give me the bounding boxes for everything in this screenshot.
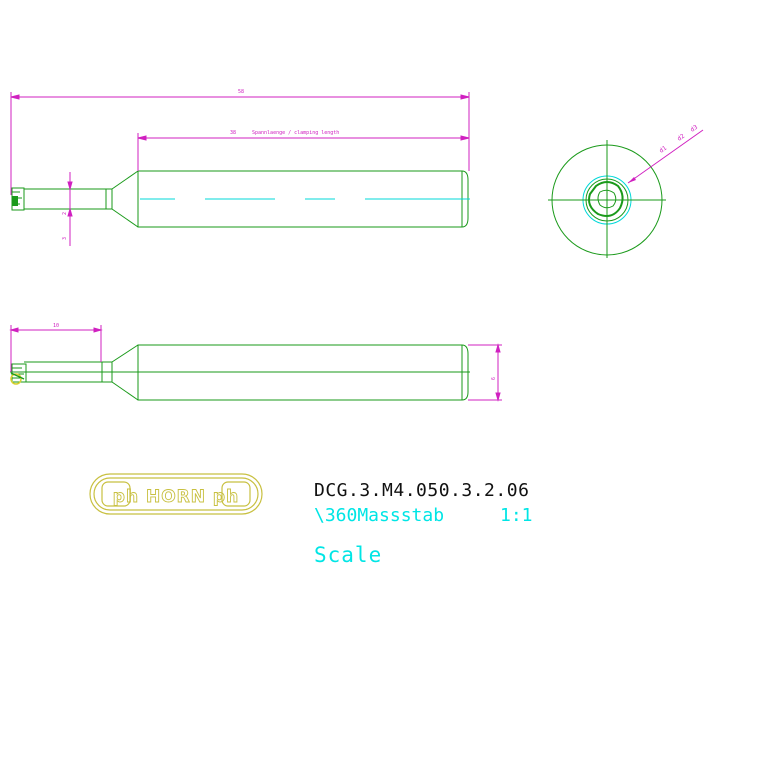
cutter-head-bottom-detail bbox=[10, 372, 25, 385]
shank-diameter-label: 6 bbox=[491, 377, 497, 380]
part-number: DCG.3.M4.050.3.2.06 bbox=[314, 480, 530, 501]
end-view-d2: d2 bbox=[676, 133, 686, 143]
cutter-head-bottom bbox=[11, 363, 27, 383]
clamping-length-value: 38 bbox=[230, 130, 236, 136]
dimensions-bottom bbox=[9, 325, 502, 402]
neck-diameter-label: 2 bbox=[62, 212, 68, 215]
horn-logo bbox=[89, 473, 263, 515]
dimension-labels-top: 58 38 Spannlaenge / clamping length 2 3 bbox=[62, 89, 339, 240]
overall-length-label: 58 bbox=[238, 89, 244, 95]
tip-diameter-label: 3 bbox=[62, 237, 68, 240]
scale-value: 1:1 bbox=[500, 505, 533, 526]
end-view bbox=[548, 129, 704, 258]
neck-length-label: 10 bbox=[53, 323, 59, 329]
cutter-head-top-detail bbox=[12, 196, 18, 206]
scale-caption: \360Massstab bbox=[314, 505, 445, 526]
horn-logo-text: ph HORN ph bbox=[113, 487, 239, 507]
end-view-labels: d1 d2 d3 bbox=[658, 124, 699, 155]
side-view-bottom bbox=[11, 344, 469, 401]
clamping-length-label: Spannlaenge / clamping length bbox=[252, 130, 339, 136]
end-view-flutes bbox=[588, 181, 624, 217]
dimension-labels-bottom: 10 6 bbox=[53, 323, 497, 380]
end-view-d1: d1 bbox=[658, 145, 668, 155]
shank-outline-bottom bbox=[137, 344, 469, 401]
shank-outline bbox=[137, 170, 469, 228]
scale-word: Scale bbox=[314, 543, 383, 567]
dimensions-top bbox=[10, 92, 470, 246]
end-view-d3: d3 bbox=[689, 124, 699, 134]
